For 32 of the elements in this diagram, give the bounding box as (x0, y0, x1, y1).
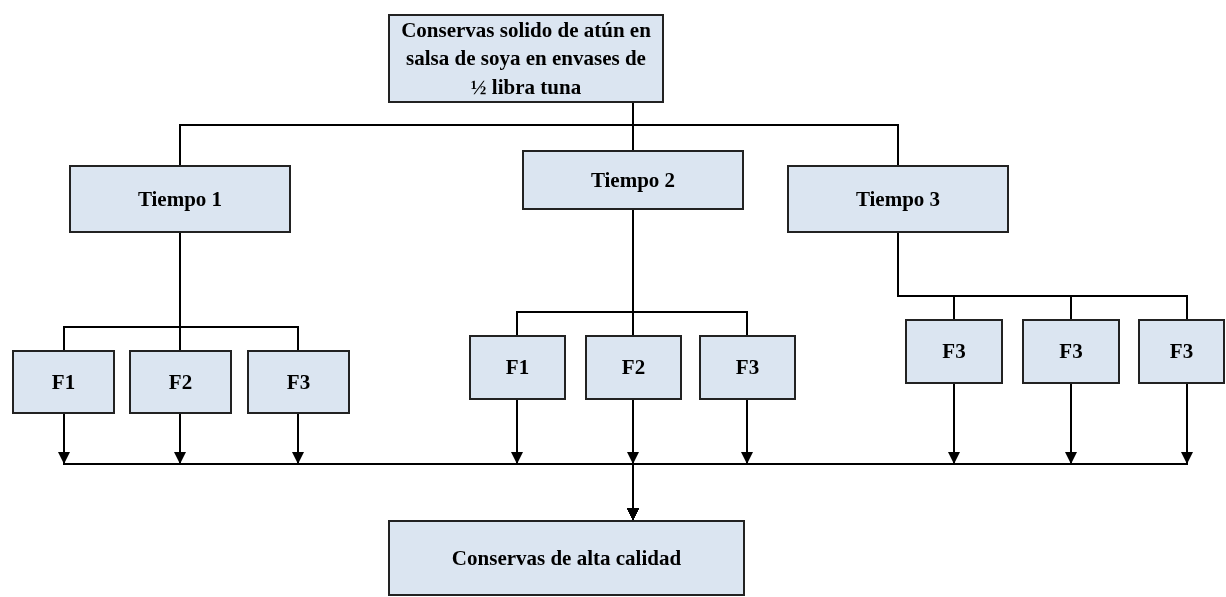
process-box (12, 350, 115, 414)
box-label: F3 (735, 354, 760, 382)
process-box (388, 520, 745, 596)
connector-line (897, 232, 1188, 320)
process-box (522, 150, 744, 210)
box-label: F3 (286, 368, 311, 396)
box-label: F3 (1059, 338, 1083, 366)
process-box (247, 350, 350, 414)
connector-line (632, 209, 748, 336)
box-label: F3 (942, 338, 966, 366)
process-box (1022, 319, 1120, 384)
process-box (905, 319, 1003, 384)
box-label: F3 (1169, 338, 1194, 366)
connector-line (179, 232, 299, 351)
process-box (469, 335, 566, 400)
process-box (585, 335, 682, 400)
box-label: Tiempo 1 (137, 185, 223, 213)
box-label: F1 (51, 368, 76, 396)
process-box (69, 165, 291, 233)
box-label: F2 (621, 354, 646, 382)
arrow (627, 383, 1193, 521)
process-box (699, 335, 796, 400)
connector-line (632, 102, 899, 166)
box-label: F2 (168, 368, 193, 396)
box-label: Tiempo 3 (855, 185, 941, 213)
box-label: Conservas de alta calidad (451, 544, 682, 572)
box-label: Conservas solido de atún en salsa de soya en envases de ½ libra tuna (400, 17, 652, 101)
box-label: F1 (505, 354, 530, 382)
box-label: Tiempo 2 (590, 166, 676, 194)
process-box (129, 350, 232, 414)
process-box (787, 165, 1009, 233)
process-box (1138, 319, 1225, 384)
